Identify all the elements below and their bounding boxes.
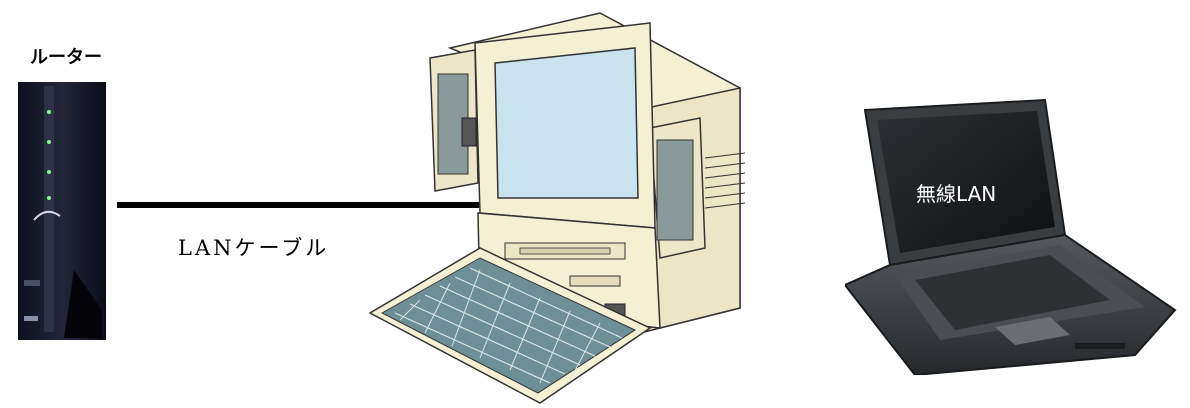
router-badge xyxy=(24,280,40,286)
right-speaker-grille xyxy=(657,140,693,240)
speaker-handle xyxy=(462,118,476,146)
router-label: ルーター xyxy=(30,43,102,69)
drive-slot xyxy=(520,248,610,254)
router-led xyxy=(47,170,51,174)
laptop-front-vent xyxy=(1075,343,1125,349)
monitor-screen xyxy=(495,48,638,198)
router-led xyxy=(47,110,51,114)
desktop-pc xyxy=(360,8,750,408)
front-panel xyxy=(570,276,620,286)
router-led xyxy=(47,140,51,144)
router-led xyxy=(47,196,51,200)
router-device xyxy=(14,80,114,342)
laptop-screen-text: 無線LAN xyxy=(916,178,996,207)
laptop xyxy=(845,95,1185,375)
router-led-strip xyxy=(44,86,54,332)
router-brand xyxy=(24,316,38,321)
lan-cable-label: LANケーブル xyxy=(178,232,329,262)
